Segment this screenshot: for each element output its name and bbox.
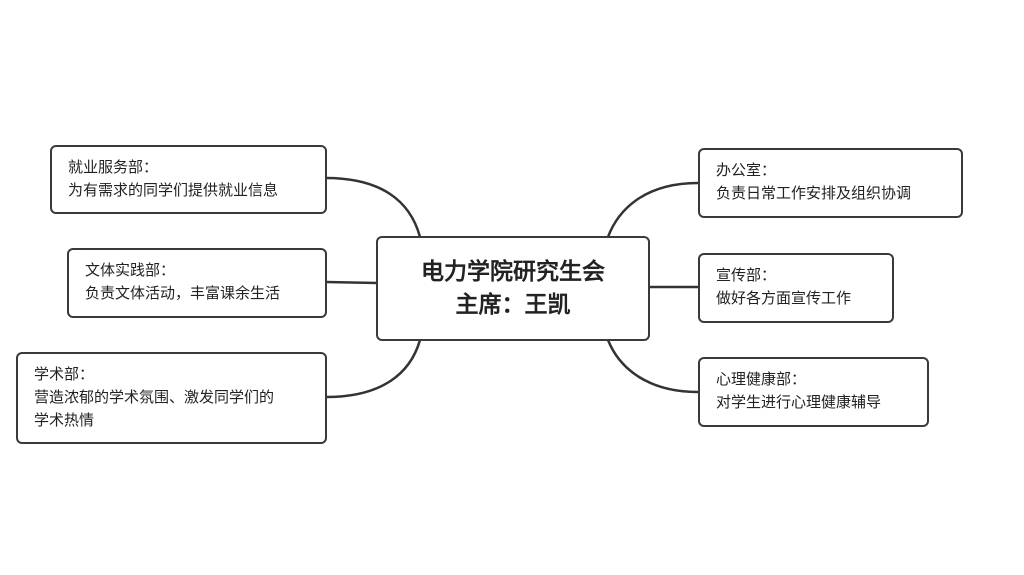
topic-title: 就业服务部： <box>68 158 159 176</box>
topic-desc: 负责文体活动，丰富课余生活 <box>85 284 281 302</box>
topic-title: 办公室： <box>716 161 777 179</box>
central-topic[interactable]: 电力学院研究生会 主席：王凯 <box>376 236 650 341</box>
link-academic <box>325 339 422 399</box>
topic-title: 心理健康部： <box>716 370 807 388</box>
topic-publicity[interactable]: 宣传部： 做好各方面宣传工作 <box>698 253 894 323</box>
central-title: 电力学院研究生会 <box>421 258 605 285</box>
topic-academic[interactable]: 学术部： 营造浓郁的学术氛围、激发同学们的 学术热情 <box>16 352 327 444</box>
link-mental <box>606 339 699 394</box>
topic-desc: 营造浓郁的学术氛围、激发同学们的 <box>34 388 275 406</box>
central-chair: 主席：王凯 <box>455 291 571 318</box>
topic-desc: 学术热情 <box>34 411 95 429</box>
link-employment <box>325 176 422 238</box>
topic-desc: 做好各方面宣传工作 <box>716 289 852 307</box>
topic-title: 宣传部： <box>716 266 777 284</box>
topic-desc: 负责日常工作安排及组织协调 <box>716 184 912 202</box>
topic-mental-health[interactable]: 心理健康部： 对学生进行心理健康辅导 <box>698 357 929 427</box>
topic-title: 学术部： <box>34 365 95 383</box>
topic-culture[interactable]: 文体实践部： 负责文体活动，丰富课余生活 <box>67 248 327 318</box>
link-culture <box>325 280 378 285</box>
link-office <box>606 181 699 238</box>
topic-title: 文体实践部： <box>85 261 176 279</box>
topic-desc: 对学生进行心理健康辅导 <box>716 393 882 411</box>
topic-desc: 为有需求的同学们提供就业信息 <box>68 181 279 199</box>
topic-office[interactable]: 办公室： 负责日常工作安排及组织协调 <box>698 148 963 218</box>
topic-employment[interactable]: 就业服务部： 为有需求的同学们提供就业信息 <box>50 145 327 214</box>
